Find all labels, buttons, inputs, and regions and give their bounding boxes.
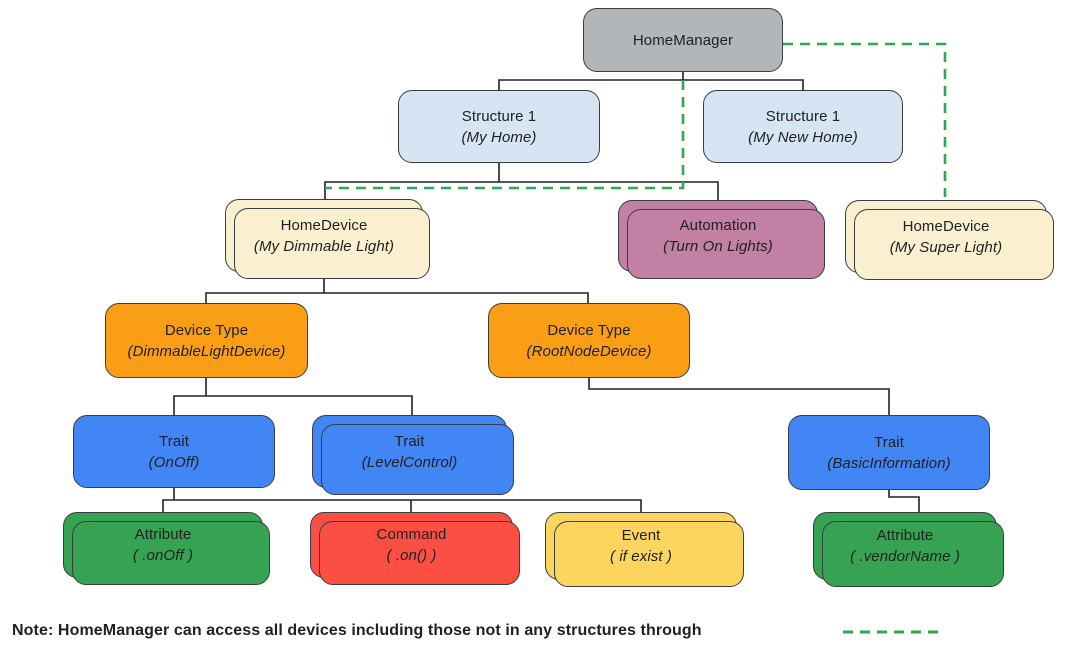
node-trait-onoff: Trait (OnOff): [73, 415, 275, 488]
node-trait-levelcontrol: Trait (LevelControl): [312, 415, 514, 495]
node-label: HomeDevice: [280, 216, 368, 234]
node-attribute-vendorname: Attribute ( .vendorName ): [813, 512, 1004, 587]
node-devicetype-dimmablelightdevice: Device Type (DimmableLightDevice): [105, 303, 308, 378]
node-instance: (Turn On Lights): [663, 238, 773, 255]
connector-devicetype2-trait: [588, 378, 890, 415]
node-instance: (LevelControl): [361, 453, 458, 471]
node-label: Structure 1: [461, 107, 537, 125]
connector-homemanager-structures: [498, 72, 804, 90]
node-structure-my-new-home: Structure 1 (My New Home): [703, 90, 903, 163]
connector-structure1-children: [324, 163, 719, 200]
node-instance: ( if exist ): [609, 548, 673, 565]
node-label: Event: [621, 527, 661, 544]
connector-devicetype1-traits: [173, 378, 413, 415]
node-label: Attribute: [134, 526, 192, 543]
node-attribute-onoff: Attribute ( .onOff ): [63, 512, 270, 585]
node-instance: ( .vendorName ): [850, 548, 960, 565]
node-label: Command: [376, 526, 447, 543]
node-label: Automation: [679, 217, 757, 234]
node-event-if-exist: Event ( if exist ): [545, 512, 744, 587]
node-instance: (My Dimmable Light): [253, 237, 395, 255]
node-label: Trait: [159, 432, 189, 450]
node-instance: (My New Home): [748, 128, 858, 146]
node-label: HomeDevice: [902, 217, 990, 235]
node-instance: (DimmableLightDevice): [127, 342, 286, 360]
node-home-manager: HomeManager: [583, 8, 783, 72]
node-homedevice-dimmable-light: HomeDevice (My Dimmable Light): [225, 199, 430, 279]
node-label: Device Type: [164, 321, 249, 339]
node-instance: (My Home): [461, 128, 537, 146]
node-instance: (RootNodeDevice): [526, 342, 652, 360]
node-label: Trait: [874, 433, 904, 451]
node-devicetype-rootnodedevice: Device Type (RootNodeDevice): [488, 303, 690, 378]
node-instance: (BasicInformation): [827, 454, 951, 472]
node-label: Structure 1: [765, 107, 841, 125]
node-trait-basicinformation: Trait (BasicInformation): [788, 415, 990, 490]
node-structure-my-home: Structure 1 (My Home): [398, 90, 600, 163]
node-label: Attribute: [876, 527, 934, 544]
node-instance: (OnOff): [148, 453, 200, 471]
node-instance: ( .on() ): [386, 547, 437, 564]
node-label: HomeManager: [632, 31, 734, 49]
dashed-link-homemanager-superlight: [783, 42, 947, 197]
connector-traitbasicinfo-attribute: [888, 490, 920, 512]
connector-traitonoff-children: [162, 488, 642, 512]
node-label: Device Type: [547, 321, 631, 339]
note-text: Note: HomeManager can access all devices…: [12, 622, 702, 639]
node-instance: (My Super Light): [889, 238, 1003, 256]
node-automation-turn-on-lights: Automation (Turn On Lights): [618, 200, 825, 279]
node-label: Trait: [394, 432, 425, 450]
node-homedevice-super-light: HomeDevice (My Super Light): [845, 200, 1054, 280]
dashed-link-homemanager-dimmablelight: [325, 80, 685, 190]
node-command-on: Command ( .on() ): [310, 512, 520, 585]
node-instance: ( .onOff ): [132, 547, 194, 564]
